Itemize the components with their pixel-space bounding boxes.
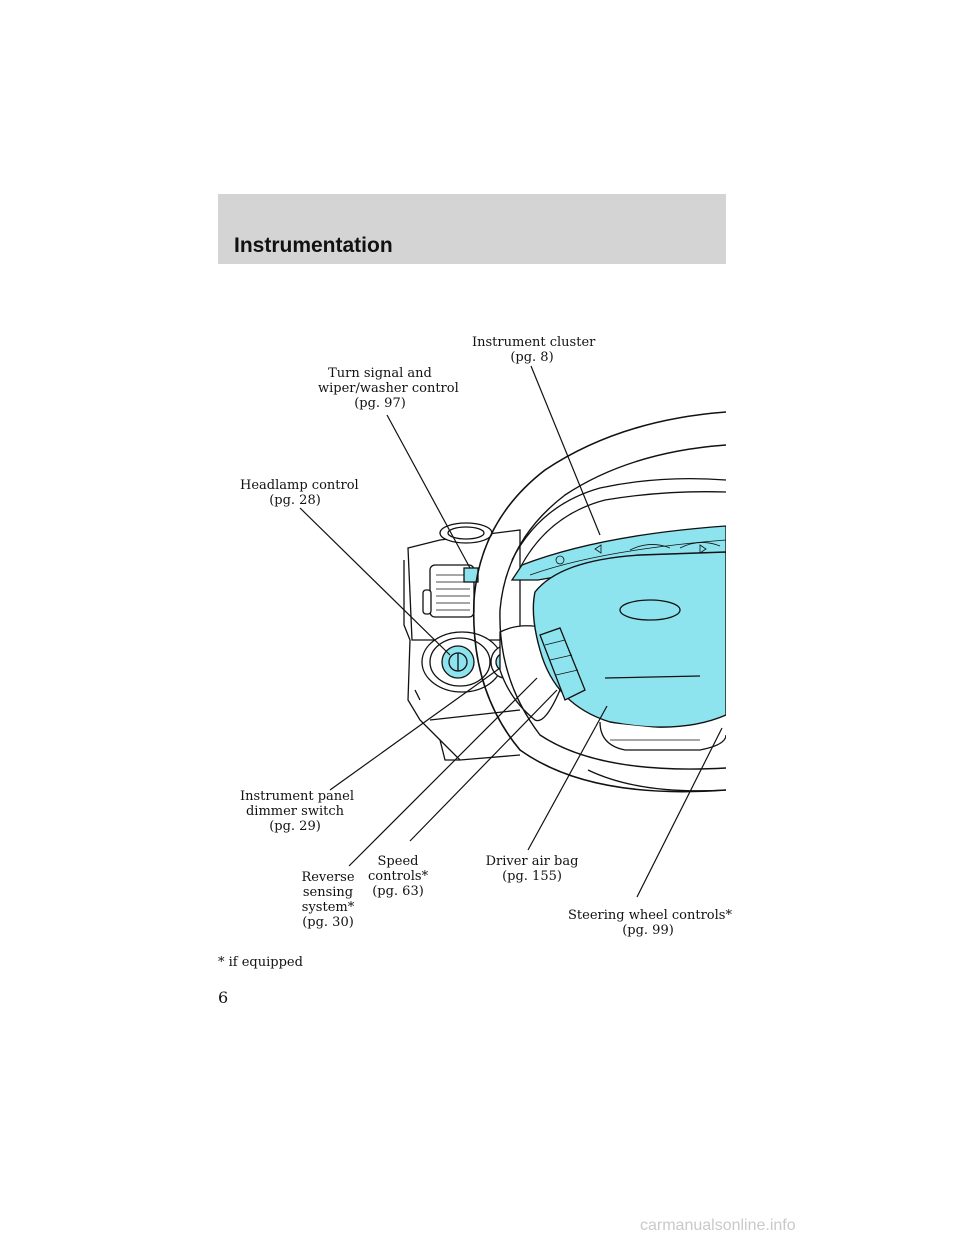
page-title: Instrumentation bbox=[234, 234, 393, 257]
leader-headlamp bbox=[299, 507, 451, 656]
leader-instrument-cluster bbox=[530, 365, 601, 536]
callout-driver-air-bag: Driver air bag (pg. 155) bbox=[485, 854, 579, 884]
callout-steering-wheel-controls: Steering wheel controls* (pg. 99) bbox=[568, 908, 732, 938]
callout-instrument-cluster: Instrument cluster (pg. 8) bbox=[472, 335, 596, 365]
callout-reverse-sensing: Reverse sensing system* (pg. 30) bbox=[301, 870, 355, 930]
leader-steering bbox=[636, 727, 723, 898]
leader-reverse bbox=[348, 677, 538, 867]
page-number: 6 bbox=[218, 988, 229, 1007]
leader-dimmer bbox=[329, 667, 501, 791]
leader-speed bbox=[409, 689, 558, 842]
callout-headlamp: Headlamp control (pg. 28) bbox=[240, 478, 359, 508]
callout-turn-signal: Turn signal and wiper/washer control (pg… bbox=[318, 366, 459, 411]
callout-speed-controls: Speed controls* (pg. 63) bbox=[368, 854, 429, 899]
callout-dimmer-switch: Instrument panel dimmer switch (pg. 29) bbox=[240, 789, 355, 834]
header-band: Instrumentation bbox=[218, 194, 726, 264]
footnote: * if equipped bbox=[218, 955, 303, 970]
watermark: carmanualsonline.info bbox=[640, 1217, 796, 1234]
leader-airbag bbox=[527, 705, 608, 851]
leader-turn-signal bbox=[386, 414, 471, 569]
